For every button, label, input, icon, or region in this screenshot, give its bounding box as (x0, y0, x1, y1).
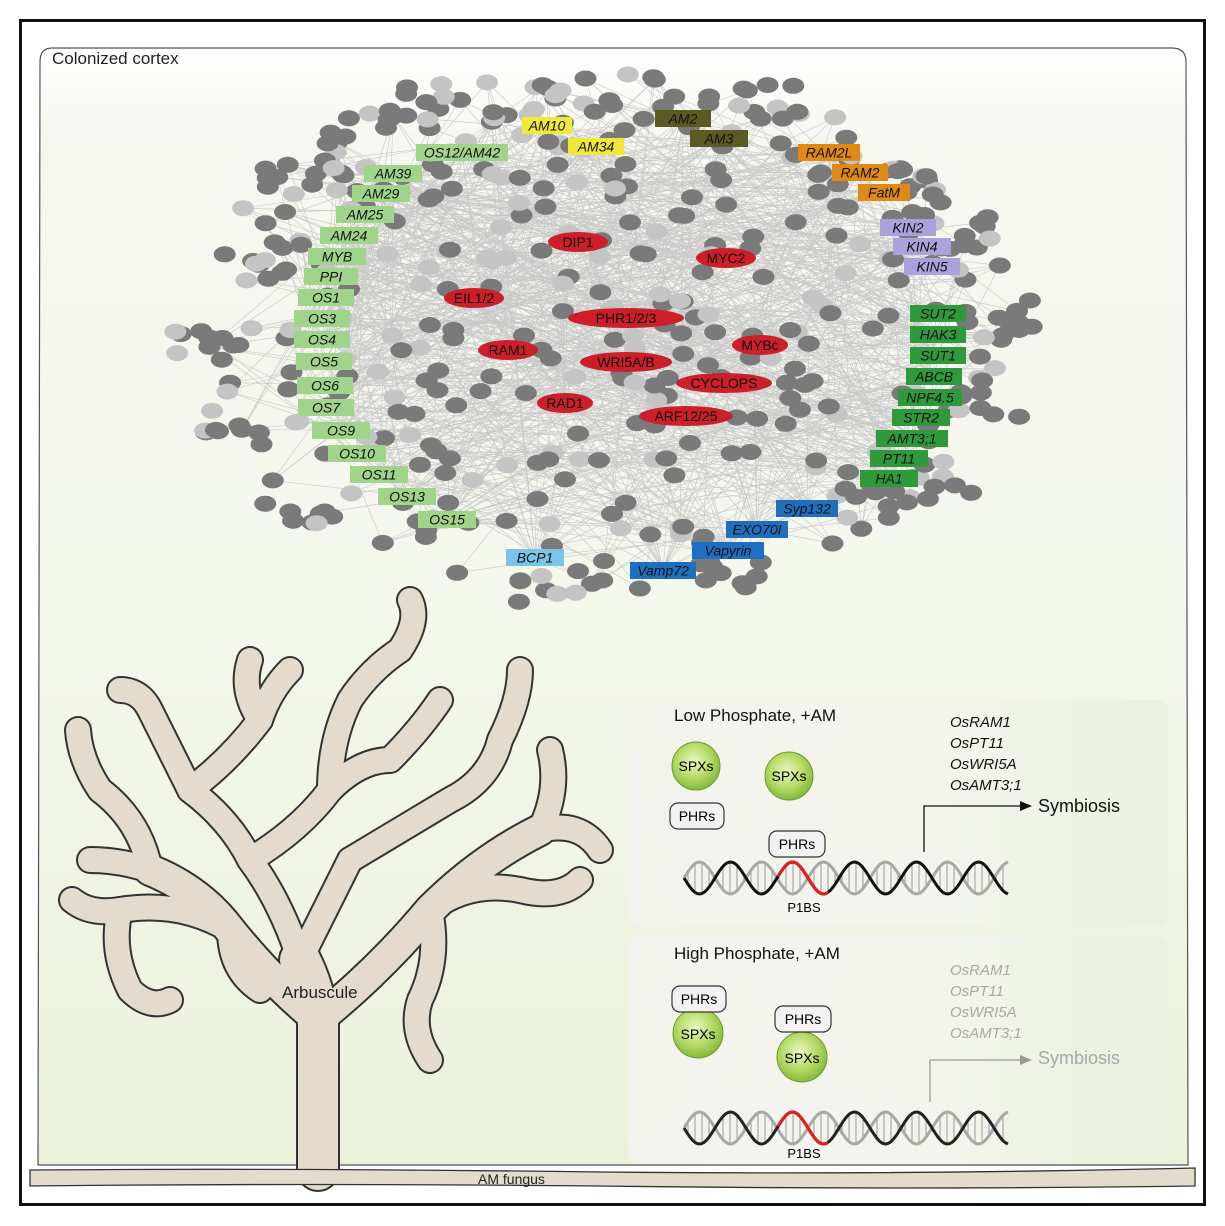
arbuscule-label: Arbuscule (282, 983, 358, 1003)
arrow-head (1020, 801, 1032, 811)
gene-name: OsRAM1 (950, 960, 1022, 981)
spx-label: SPXs (680, 1026, 715, 1042)
fungus-label: AM fungus (478, 1171, 545, 1187)
target-genes: OsRAM1 OsPT11 OsWRI5A OsAMT3;1 (950, 712, 1022, 796)
spx-label: SPXs (784, 1050, 819, 1066)
dna-helix (684, 1112, 1008, 1144)
gene-name: OsAMT3;1 (950, 775, 1022, 796)
phr-label: PHRs (785, 1011, 822, 1027)
cortex-label: Colonized cortex (52, 49, 179, 69)
gene-name: OsWRI5A (950, 1002, 1022, 1023)
arrow-head (1020, 1055, 1032, 1065)
low-phosphate-panel: Low Phosphate, +AM SPXs SPXs PHRs PHRs P… (628, 700, 1168, 926)
spx-label: SPXs (771, 768, 806, 784)
gene-name: OsRAM1 (950, 712, 1022, 733)
gene-name: OsWRI5A (950, 754, 1022, 775)
outcome-label: Symbiosis (1038, 1048, 1120, 1069)
transcription-arrow (930, 1060, 1020, 1102)
spx-label: SPXs (678, 758, 713, 774)
phr-label: PHRs (679, 808, 716, 824)
transcription-arrow (924, 806, 1020, 852)
binding-site-label: P1BS (787, 900, 821, 915)
phr-label: PHRs (681, 991, 718, 1007)
dna-helix (684, 862, 1008, 894)
outcome-label: Symbiosis (1038, 796, 1120, 817)
phr-label: PHRs (779, 836, 816, 852)
gene-name: OsAMT3;1 (950, 1023, 1022, 1044)
binding-site-label: P1BS (787, 1146, 821, 1161)
gene-name: OsPT11 (950, 733, 1022, 754)
target-genes: OsRAM1 OsPT11 OsWRI5A OsAMT3;1 (950, 960, 1022, 1044)
high-phosphate-panel: High Phosphate, +AM SPXs PHRs SPXs PHRs … (628, 936, 1168, 1164)
gene-name: OsPT11 (950, 981, 1022, 1002)
